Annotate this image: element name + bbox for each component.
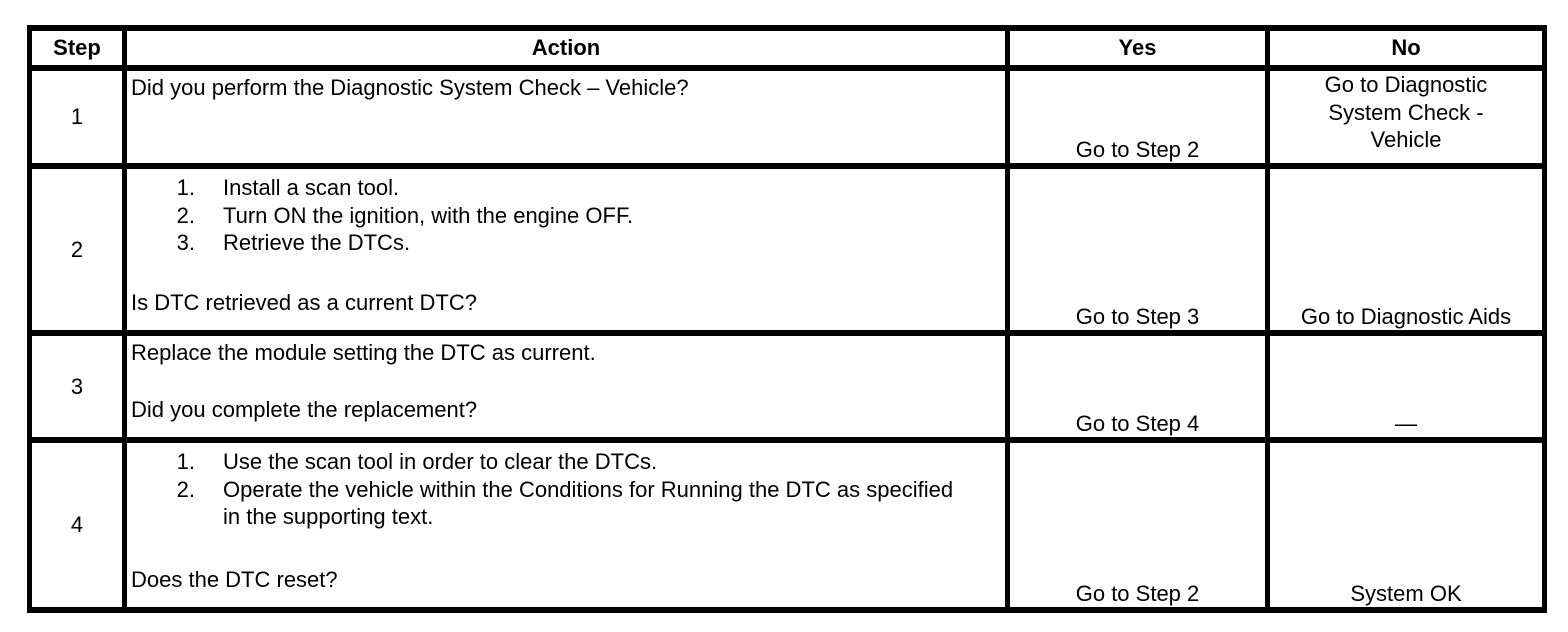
action-cell: Replace the module setting the DTC as cu… <box>122 330 1010 443</box>
table-row: 2 1. Install a scan tool. 2. Turn ON the… <box>27 163 1547 336</box>
list-item-number: 1. <box>176 175 195 200</box>
step-number: 1 <box>27 65 127 169</box>
list-item: 1. Install a scan tool. <box>131 174 1001 202</box>
column-header-no: No <box>1265 25 1547 71</box>
action-cell: Did you perform the Diagnostic System Ch… <box>122 65 1010 169</box>
list-item: 3. Retrieve the DTCs. <box>131 229 1001 257</box>
list-item-number: 1. <box>176 449 195 474</box>
list-item-text: Install a scan tool. <box>223 175 400 200</box>
list-item-text: Turn ON the ignition, with the engine OF… <box>223 202 634 228</box>
action-question: Does the DTC reset? <box>131 566 338 592</box>
action-cell: 1. Install a scan tool. 2. Turn ON the i… <box>122 163 1010 336</box>
action-intro: Replace the module setting the DTC as cu… <box>131 340 596 365</box>
no-cell: — <box>1265 330 1547 443</box>
column-header-yes: Yes <box>1005 25 1270 71</box>
yes-cell: Go to Step 2 <box>1005 437 1270 613</box>
table-row: 1 Did you perform the Diagnostic System … <box>27 65 1547 169</box>
yes-cell: Go to Step 3 <box>1005 163 1270 336</box>
table-row: 4 1. Use the scan tool in order to clear… <box>27 437 1547 613</box>
list-item-number: 2. <box>176 202 195 228</box>
list-item: 2. Turn ON the ignition, with the engine… <box>131 202 1001 230</box>
action-cell: 1. Use the scan tool in order to clear t… <box>122 437 1010 613</box>
list-item: 2. Operate the vehicle within the Condit… <box>131 476 1001 531</box>
table-row: 3 Replace the module setting the DTC as … <box>27 330 1547 443</box>
list-item-number: 3. <box>176 230 195 255</box>
list-item-text: Use the scan tool in order to clear the … <box>223 449 658 474</box>
no-cell: Go to Diagnostic System Check - Vehicle <box>1265 65 1547 169</box>
action-numbered-list: 1. Install a scan tool. 2. Turn ON the i… <box>131 172 1001 257</box>
action-numbered-list: 1. Use the scan tool in order to clear t… <box>131 446 1001 531</box>
yes-cell: Go to Step 2 <box>1005 65 1270 169</box>
action-question: Did you complete the replacement? <box>131 396 478 422</box>
yes-cell: Go to Step 4 <box>1005 330 1270 443</box>
action-intro: Did you perform the Diagnostic System Ch… <box>131 75 689 100</box>
step-number: 3 <box>27 330 127 443</box>
step-number: 4 <box>27 437 127 613</box>
column-header-step: Step <box>27 25 127 71</box>
action-question: Is DTC retrieved as a current DTC? <box>131 289 477 315</box>
list-item-text: Operate the vehicle within the Condition… <box>223 476 954 530</box>
column-header-action: Action <box>122 25 1010 71</box>
table-header-row: Step Action Yes No <box>27 25 1547 71</box>
list-item: 1. Use the scan tool in order to clear t… <box>131 448 1001 476</box>
step-number: 2 <box>27 163 127 336</box>
diagnostic-steps-table: Step Action Yes No 1 Did you perform the… <box>27 25 1547 613</box>
list-item-number: 2. <box>176 476 195 502</box>
no-cell: System OK <box>1265 437 1547 613</box>
no-cell: Go to Diagnostic Aids <box>1265 163 1547 336</box>
list-item-text: Retrieve the DTCs. <box>223 230 411 255</box>
